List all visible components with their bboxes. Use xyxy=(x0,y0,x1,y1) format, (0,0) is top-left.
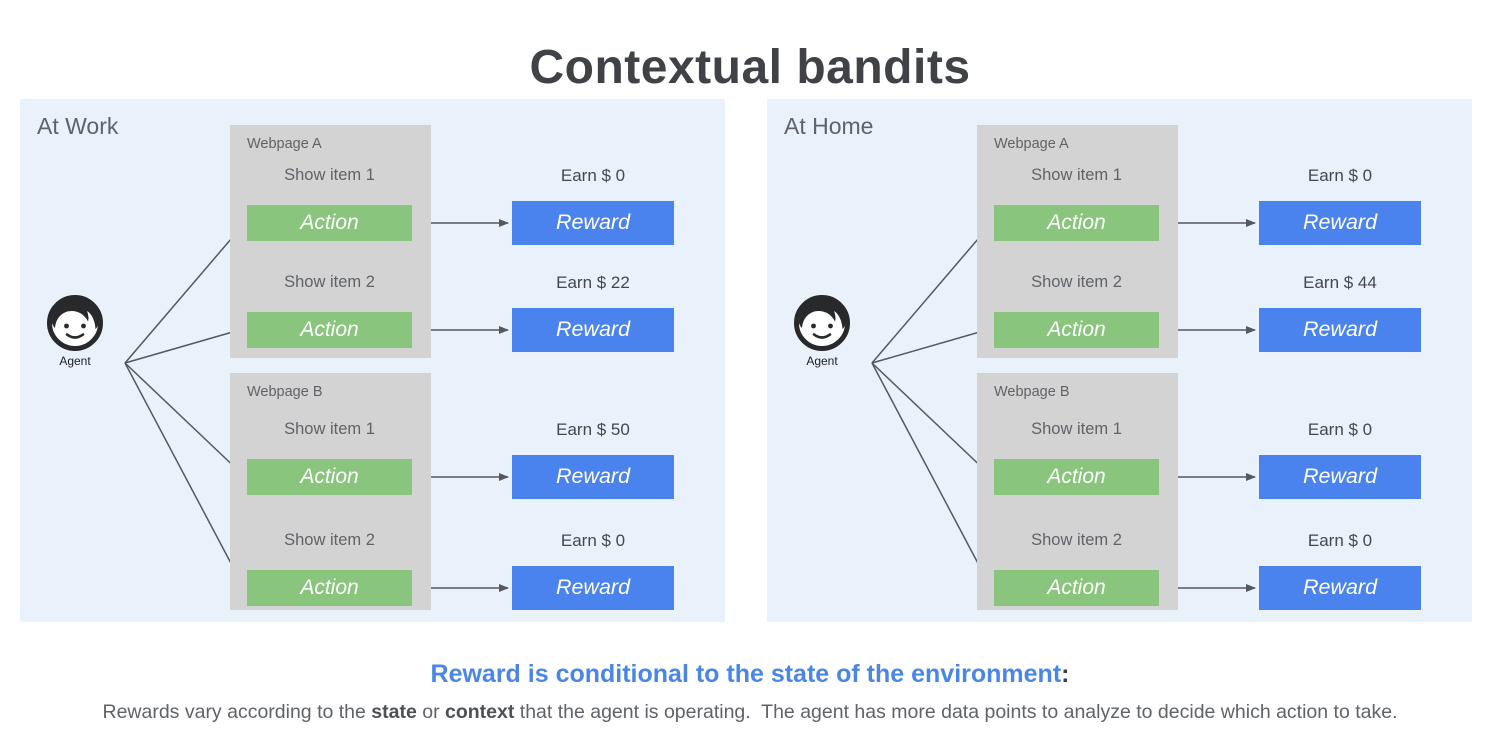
caption-body: Rewards vary according to the state or c… xyxy=(0,701,1500,724)
earn-label: Earn $ 0 xyxy=(1307,420,1373,439)
action-box: Action xyxy=(247,570,412,606)
show-item-label: Show item 2 xyxy=(1031,273,1122,291)
agent-label: Agent xyxy=(59,354,91,368)
reward-box: Reward xyxy=(1259,201,1421,245)
caption-heading-colon: : xyxy=(1061,660,1070,688)
action-box: Action xyxy=(247,459,412,495)
action-box: Action xyxy=(994,459,1159,495)
action-box: Action xyxy=(994,312,1159,348)
webpage-title: Webpage B xyxy=(247,384,323,400)
earn-label: Earn $ 22 xyxy=(556,273,630,292)
reward-box: Reward xyxy=(512,201,674,245)
agent-label: Agent xyxy=(806,354,838,368)
reward-box: Reward xyxy=(1259,308,1421,352)
panel-title: At Work xyxy=(37,113,119,139)
caption-body-text: Rewards vary according to the xyxy=(102,701,372,723)
panel-at-work: At Work Agent Webpage A Webpage B Show i… xyxy=(20,99,725,622)
agent: Agent xyxy=(45,295,105,368)
panel-at-home: At Home Agent Webpage A Webpage B Show i… xyxy=(767,99,1472,622)
action-box: Action xyxy=(994,205,1159,241)
reward-box: Reward xyxy=(512,455,674,499)
panel-title: At Home xyxy=(784,113,874,139)
reward-box: Reward xyxy=(1259,566,1421,610)
action-box: Action xyxy=(247,312,412,348)
earn-label: Earn $ 0 xyxy=(1307,531,1373,550)
show-item-label: Show item 2 xyxy=(1031,531,1122,549)
caption-bold-state: state xyxy=(371,701,417,723)
earn-label: Earn $ 0 xyxy=(560,166,626,185)
earn-label: Earn $ 50 xyxy=(556,420,630,439)
page-title: Contextual bandits xyxy=(529,41,971,95)
webpage-title: Webpage B xyxy=(994,384,1070,400)
webpage-title: Webpage A xyxy=(994,136,1069,152)
earn-label: Earn $ 44 xyxy=(1303,273,1377,292)
agent-face-icon xyxy=(47,295,103,351)
reward-box: Reward xyxy=(1259,455,1421,499)
reward-box: Reward xyxy=(512,566,674,610)
reward-box: Reward xyxy=(512,308,674,352)
caption-heading: Reward is conditional to the state of th… xyxy=(0,660,1500,689)
earn-label: Earn $ 0 xyxy=(1307,166,1373,185)
earn-label: Earn $ 0 xyxy=(560,531,626,550)
show-item-label: Show item 1 xyxy=(284,420,375,438)
caption-body-text: that the agent is operating. The agent h… xyxy=(514,701,1398,723)
show-item-label: Show item 1 xyxy=(284,166,375,184)
agent: Agent xyxy=(792,295,852,368)
action-box: Action xyxy=(247,205,412,241)
agent-face-icon xyxy=(794,295,850,351)
show-item-label: Show item 1 xyxy=(1031,166,1122,184)
show-item-label: Show item 2 xyxy=(284,273,375,291)
webpage-title: Webpage A xyxy=(247,136,322,152)
show-item-label: Show item 2 xyxy=(284,531,375,549)
caption-body-text: or xyxy=(416,701,445,723)
action-box: Action xyxy=(994,570,1159,606)
show-item-label: Show item 1 xyxy=(1031,420,1122,438)
caption-bold-context: context xyxy=(445,701,515,723)
caption-heading-text: Reward is conditional to the state of th… xyxy=(430,660,1062,688)
